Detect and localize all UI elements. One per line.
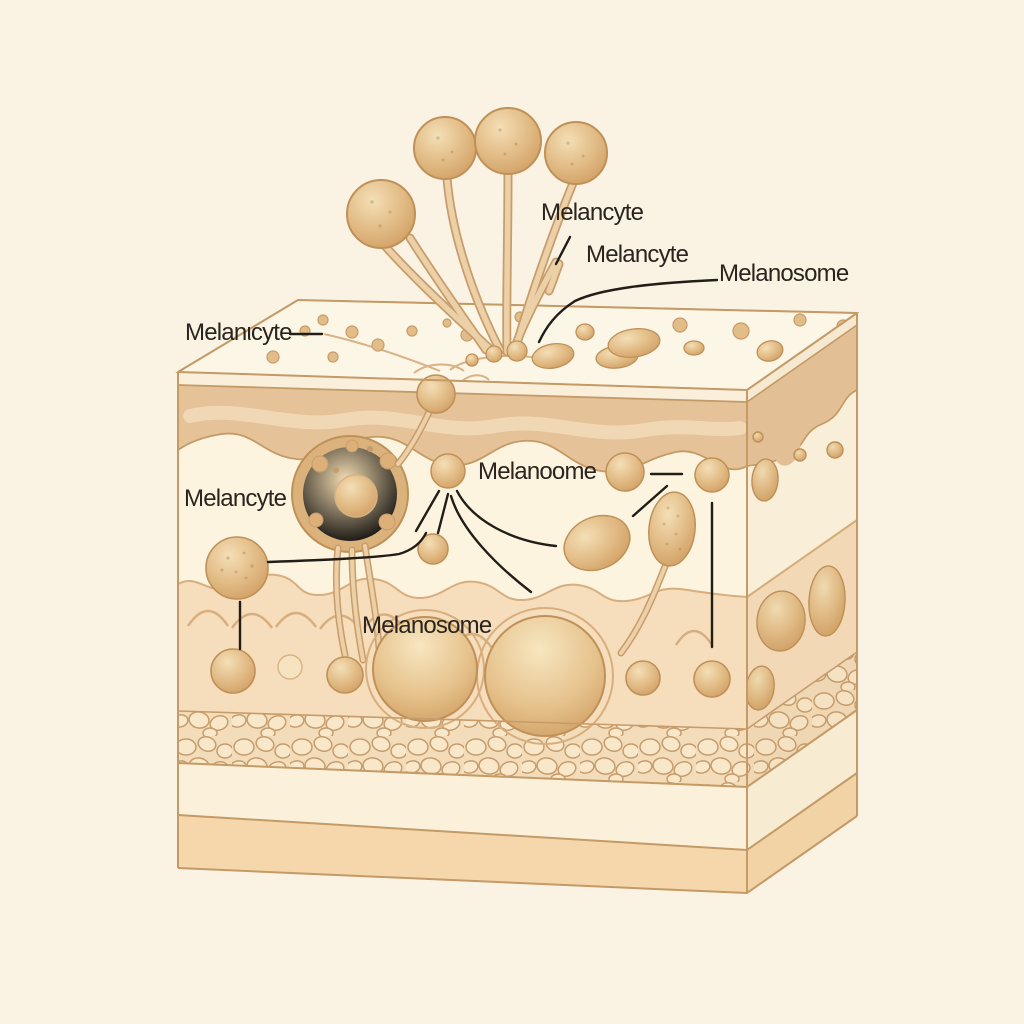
nucleus (334, 474, 378, 518)
label-melancyte-top: Melancyte (541, 199, 644, 226)
leader-fan-b (436, 492, 450, 535)
leader-melanosome-top (537, 278, 719, 344)
junction-cell (416, 374, 456, 414)
speckled-cell (648, 491, 696, 567)
label-melancyte-body: Melancyte (184, 485, 287, 512)
leader-fan-a (414, 489, 441, 533)
leader-body-line (266, 531, 428, 564)
textured-melanocyte (205, 536, 269, 600)
leader-slash (554, 235, 572, 266)
melanosome-balls (417, 452, 730, 572)
label-melanosome-top: Melanosome (719, 260, 849, 287)
cells (205, 374, 731, 745)
label-melancyte-left: Melanιcyte (185, 319, 293, 346)
leader-fan-egg (455, 489, 558, 548)
bottom-melanosomes (210, 607, 731, 745)
right-face (745, 313, 858, 893)
label-melancyte-mid: Melancyte (586, 241, 689, 268)
cell-dendrites (332, 406, 670, 664)
leader-lines (238, 235, 719, 651)
label-melanoome: Melanoome (478, 458, 597, 485)
tree-cell-bodies (346, 107, 608, 249)
leader-fan-bigball (449, 494, 533, 594)
block-edges (177, 298, 858, 895)
label-melanosome-lower: Melanosome (362, 612, 492, 639)
leader-egg-diagonal (631, 484, 669, 518)
melanocyte-cell (291, 435, 409, 553)
surface-entry-balls (465, 340, 528, 367)
dendrite-tree (346, 107, 608, 367)
